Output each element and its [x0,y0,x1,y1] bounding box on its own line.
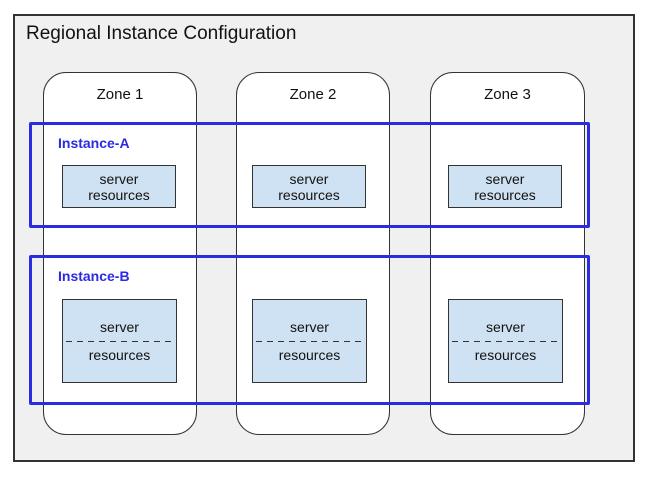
server-resources-label-line1: server [486,319,525,335]
server-resources-label-line1: server [485,170,525,187]
dashed-divider [256,341,363,342]
server-resources-label-line1: server [289,170,329,187]
instance-b-zone-3-server-resources-box: server resources [448,299,563,383]
dashed-divider [66,341,173,342]
instance-b-boundary: Instance-B [29,255,590,405]
instance-a-boundary: Instance-A [29,122,590,228]
instance-b-zone-2-server-resources-box: server resources [252,299,367,383]
server-resources-label-line2: resources [278,186,340,203]
server-resources-label-line1: server [290,319,329,335]
server-resources-label-line2: resources [88,347,151,363]
zone-1-label: Zone 1 [96,86,144,103]
instance-a-zone-3-server-resources-box: server resources [448,165,562,208]
instance-a-label: Instance-A [58,135,130,151]
server-resources-label-line2: resources [278,347,341,363]
server-resources-label-line1: server [100,319,139,335]
dashed-divider [452,341,559,342]
instance-b-label: Instance-B [58,268,130,284]
instance-b-zone-1-server-resources-box: server resources [62,299,177,383]
zone-3-label: Zone 3 [484,86,531,103]
instance-a-zone-2-server-resources-box: server resources [252,165,366,208]
server-resources-label-line2: resources [88,186,150,203]
diagram-title: Regional Instance Configuration [26,23,297,44]
server-resources-label-line2: resources [474,186,536,203]
instance-a-zone-1-server-resources-box: server resources [62,165,176,208]
server-resources-label-line1: server [99,170,139,187]
server-resources-label-line2: resources [474,347,537,363]
zone-2-label: Zone 2 [289,86,337,103]
